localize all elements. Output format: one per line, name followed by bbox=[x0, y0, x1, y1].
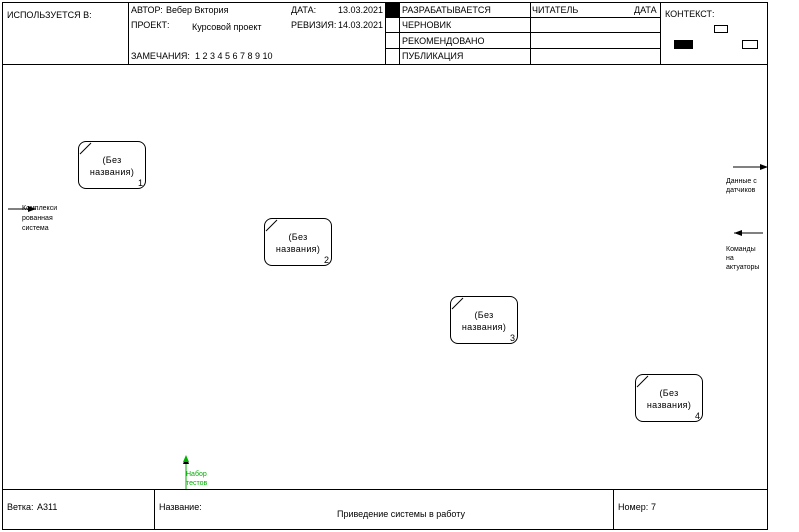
status-row-line-2 bbox=[385, 32, 661, 33]
title-label: Название: bbox=[159, 502, 202, 512]
box-corner-mark bbox=[636, 375, 649, 388]
number-value: 7 bbox=[651, 502, 657, 512]
date-label: ДАТА: bbox=[291, 5, 317, 15]
date-value: 13.03.2021 bbox=[338, 5, 384, 15]
box-corner-mark bbox=[265, 219, 278, 232]
header-divider-2 bbox=[385, 2, 386, 64]
footer-divider-1 bbox=[154, 489, 155, 530]
context-box-right bbox=[742, 40, 758, 49]
status-developing: РАЗРАБАТЫВАЕТСЯ bbox=[402, 5, 491, 15]
node-label: Ветка: bbox=[7, 502, 34, 512]
status-draft: ЧЕРНОВИК bbox=[402, 20, 452, 30]
activity-number: 1 bbox=[137, 178, 143, 188]
reader-label: ЧИТАТЕЛЬ bbox=[532, 5, 579, 15]
activity-number: 4 bbox=[694, 411, 700, 421]
footer-divider-2 bbox=[613, 489, 614, 530]
header-bottom-line bbox=[2, 64, 768, 65]
notes-label: ЗАМЕЧАНИЯ: bbox=[131, 51, 190, 61]
header-divider-5 bbox=[660, 2, 661, 64]
mechanism-arrowhead bbox=[183, 455, 189, 462]
context-label: КОНТЕКСТ: bbox=[665, 9, 715, 19]
notes-numbers: 1 2 3 4 5 6 7 8 9 10 bbox=[195, 51, 273, 61]
project-label: ПРОЕКТ: bbox=[131, 20, 170, 30]
used-in-label: ИСПОЛЬЗУЕТСЯ В: bbox=[7, 10, 92, 20]
header-divider-3 bbox=[399, 2, 400, 64]
context-box-top bbox=[714, 25, 728, 33]
node-value: A311 bbox=[37, 502, 58, 512]
box-corner-mark bbox=[79, 142, 92, 155]
activity-number: 3 bbox=[509, 333, 515, 343]
context-box-current bbox=[674, 40, 693, 49]
revision-value: 14.03.2021 bbox=[338, 20, 384, 30]
author-label: АВТОР: bbox=[131, 5, 163, 15]
project-value: Курсовой проект bbox=[192, 22, 262, 32]
status-row-line-3 bbox=[385, 48, 661, 49]
number-label: Номер: bbox=[618, 502, 649, 512]
header-divider-1 bbox=[128, 2, 129, 64]
status-active-marker bbox=[386, 3, 399, 17]
activity-number: 2 bbox=[323, 255, 329, 265]
revision-label: РЕВИЗИЯ: bbox=[291, 20, 337, 30]
header-divider-4 bbox=[530, 2, 531, 64]
diagram-title: Приведение системы в работу bbox=[337, 509, 465, 519]
author-value: Вебер Вктория bbox=[166, 5, 229, 15]
status-recommended: РЕКОМЕНДОВАНО bbox=[402, 36, 485, 46]
box-corner-mark bbox=[451, 297, 464, 310]
status-publication: ПУБЛИКАЦИЯ bbox=[402, 51, 464, 61]
footer-top-line bbox=[2, 489, 768, 490]
status-row-line-1 bbox=[385, 17, 661, 18]
reader-date-label: ДАТА bbox=[634, 5, 657, 15]
